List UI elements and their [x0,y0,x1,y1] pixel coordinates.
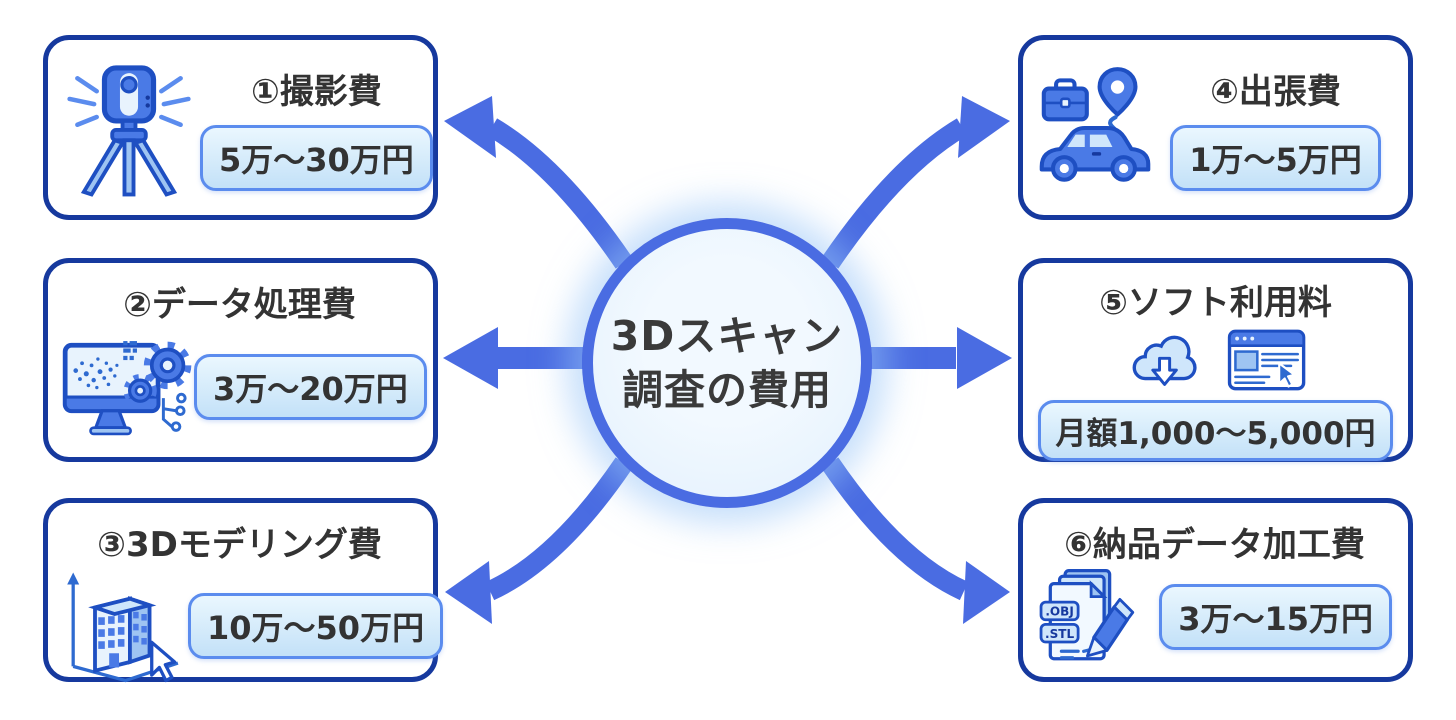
arrow-to-box-5 [869,327,1012,389]
cost-box-delivery-data: ⑥納品データ加工費 .OBJ .STL [1018,498,1413,682]
cost-box-photography: ①撮影費 5万〜30万円 [43,35,438,220]
laser-scanner-icon [58,52,200,204]
center-title-line1: 3Dスキャン [610,311,844,360]
3d-modeling-icon [62,566,188,686]
data-processing-icon [62,326,194,448]
box-title: ⑥納品データ加工費 [1064,525,1365,565]
price-badge: 5万〜30万円 [200,125,433,191]
cloud-download-and-browser-icon [1125,326,1307,394]
price-badge: 月額1,000〜5,000円 [1038,400,1393,461]
arrow-to-box-3 [445,457,633,624]
file-formats-icon: .OBJ .STL [1037,566,1135,668]
cost-box-data-processing: ②データ処理費 [43,258,438,462]
box-title: ③3Dモデリング費 [97,525,382,565]
price-badge: 3万〜15万円 [1159,584,1392,650]
browser-window-icon [1227,329,1305,391]
box-title: ④出張費 [1210,72,1341,112]
box-title: ⑤ソフト利用料 [1099,283,1332,323]
cost-box-software-fee: ⑤ソフト利用料 月額1,000〜5,000円 [1018,258,1413,462]
obj-file-label: .OBJ [1045,605,1073,619]
cost-box-3d-modeling: ③3Dモデリング費 [43,498,444,683]
cloud-download-icon [1132,335,1197,386]
box-title: ①撮影費 [251,72,382,112]
cost-box-business-trip: ④出張費 1万〜5万円 [1018,35,1413,220]
business-trip-icon [1033,64,1157,192]
box-title: ②データ処理費 [123,285,356,325]
stl-file-label: .STL [1045,627,1074,641]
center-title-line2: 調査の費用 [622,366,832,414]
price-badge: 10万〜50万円 [188,593,444,659]
arrow-to-box-4 [821,96,1010,269]
arrow-to-box-1 [444,96,633,269]
arrow-to-box-2 [443,327,585,389]
center-circle: 3Dスキャン 調査の費用 [582,218,872,508]
arrow-to-box-6 [821,457,1010,624]
price-badge: 1万〜5万円 [1170,125,1381,191]
price-badge: 3万〜20万円 [194,354,427,420]
